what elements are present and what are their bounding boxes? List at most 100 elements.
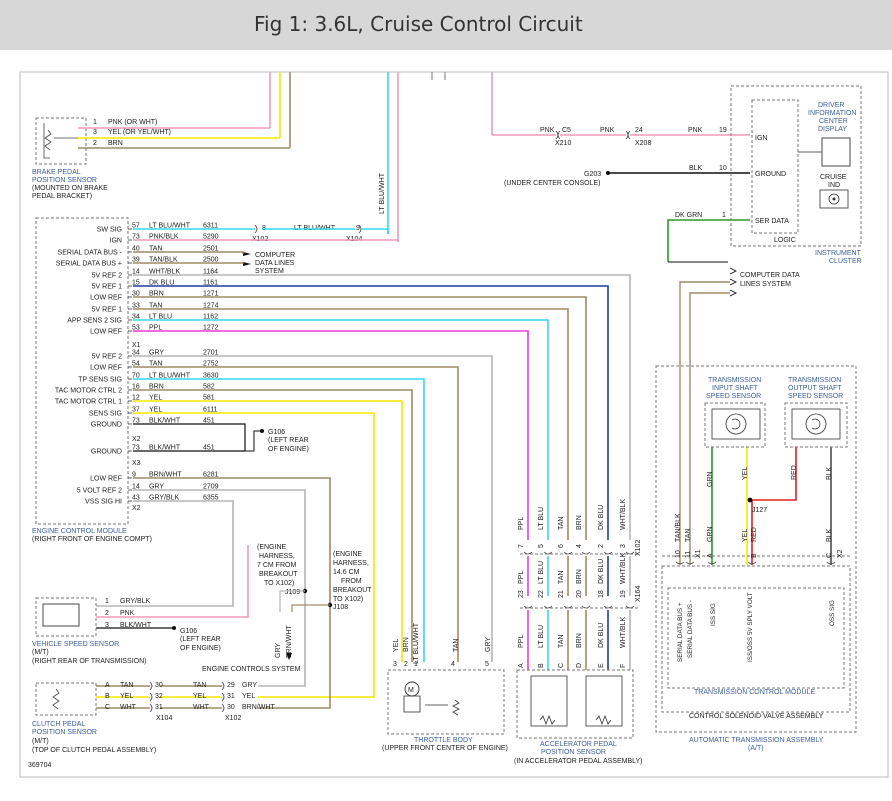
ecm-wire-color: BRN (149, 291, 164, 298)
harness-splices: (ENGINE HARNESS, 7 CM FROM BREAKOUT TO X… (202, 544, 372, 673)
cdls-left-1: COMPUTER (255, 252, 295, 259)
ecm-wire-color: TAN (149, 361, 162, 368)
g106-top-3: OF ENGINE) (268, 446, 309, 453)
wire-tb-tan (133, 366, 459, 662)
ecm-circuit-number: 1164 (203, 269, 218, 276)
app-mid-pin: 19 (620, 590, 627, 598)
brake-sensor-name: BRAKE PEDAL (32, 169, 81, 176)
tcm-wire-red: RED (751, 527, 758, 542)
wire-gry-ref (133, 489, 306, 687)
clutch-wire-wht: WHT (120, 704, 137, 711)
ecm-pin-number: 73 (132, 234, 140, 241)
wire-dk-grn: DK GRN (675, 212, 702, 219)
vss-g106-1: G106 (180, 628, 197, 635)
ecm-pin-label: SERIAL DATA BUS - (58, 250, 123, 257)
ecm-pin-number: 14 (132, 269, 140, 276)
app-mid-wire: WHT/BLK (620, 553, 627, 584)
tcm-conn-symbol (826, 561, 836, 565)
ecm-pin-number: 34 (132, 350, 140, 357)
iss-wire-grn: GRN (707, 471, 714, 487)
wire-vss-sig (96, 500, 234, 607)
clutch-wire-tan: TAN (120, 682, 133, 689)
cluster-ground: GROUND (755, 171, 786, 178)
tcm-label-iss-sig: ISS SIG (710, 603, 717, 626)
throttle-wire-tan: TAN (453, 639, 460, 652)
app-x164: X164 (635, 586, 642, 602)
ecm-name: ENGINE CONTROL MODULE (32, 528, 127, 535)
connector-x104-symbol (358, 224, 362, 234)
app-bot-pin: D (576, 663, 583, 668)
cluster-name-2: CLUSTER (829, 258, 862, 265)
throttle-wire-ltbluwht: LT BLU/WHT (413, 622, 420, 664)
app-bot-wire: PPL (518, 635, 525, 648)
conn-pin-19: 19 (719, 127, 727, 134)
app-top-wire: PPL (518, 517, 525, 530)
ecm-wire-color: BRN (149, 384, 164, 391)
harness-2-2: HARNESS, (333, 560, 369, 567)
tcm-label-sdb-minus: SERIAL DATA BUS - (687, 600, 694, 658)
ecm-circuit-number: 1274 (203, 303, 219, 310)
harness-1-2: HARNESS, (259, 553, 295, 560)
app-top-wire: LT BLU (538, 507, 545, 530)
oss-name-1: TRANSMISSION (788, 377, 841, 384)
tcm-conn-symbol (685, 561, 695, 565)
vss-ground-dot (172, 626, 176, 630)
wire-trans-red (751, 447, 797, 565)
wire-app-sens-2 (133, 319, 549, 540)
ecm-pin-number: 57 (132, 223, 140, 230)
clutch-mid-pin-31: 31 (155, 704, 163, 711)
clutch-pedal-sensor: A B C TAN YEL WHT 30 32 31 TAN YEL WHT 2… (32, 682, 275, 754)
wire-pnk-1: PNK (540, 127, 555, 134)
clutch-conn-x104 (149, 703, 153, 713)
app-top-pin: 5 (538, 544, 545, 548)
ecm-wire-color: BRN/WHT (149, 472, 182, 479)
ecm-pin-label: TAC MOTOR CTRL 1 (55, 399, 122, 406)
ecm-circuit-number: 5290 (203, 234, 219, 241)
app-top-pin: 7 (518, 544, 525, 548)
app-bot-wire: DK BLU (598, 623, 605, 648)
ecm-pin-label: GROUND (91, 422, 122, 429)
vss-mt: (M/T) (32, 649, 49, 656)
throttle-wire-yel: YEL (393, 639, 400, 652)
transmission-at: (A/T) (748, 745, 764, 752)
ecm-wire-color: TAN (149, 246, 162, 253)
ecm-circuit-number: 2709 (203, 484, 219, 491)
computer-data-lines-right: COMPUTER DATA LINES SYSTEM (679, 267, 800, 565)
ecm-pin-label: 5V REF 2 (92, 354, 122, 361)
app-top-pin: 4 (576, 544, 583, 548)
splice-j108: J108 (333, 604, 348, 611)
throttle-pin-3: 3 (393, 661, 397, 668)
clutch-right-pin-31: 31 (227, 693, 235, 700)
app-mid-wire: DK BLU (598, 559, 605, 584)
ecm-pin-label: LOW REF (90, 295, 122, 302)
cdls-right-1: COMPUTER DATA (740, 272, 800, 279)
ecm-wire-color: PPL (149, 325, 162, 332)
brake-pin-2: 2 (93, 140, 97, 147)
ecm-circuit-number: 1271 (203, 291, 219, 298)
app-top-pin: 3 (620, 544, 627, 548)
ecm-circuit-number: 6111 (203, 407, 218, 414)
ecm-pin-label: LOW REF (90, 476, 122, 483)
clutch-right-wire-yel: YEL (242, 693, 255, 700)
ecm-wire-color: DK BLU (149, 280, 174, 287)
ecm-pin-number: 39 (132, 257, 140, 264)
harness-2-4: FROM (341, 578, 362, 585)
ecm-pin-label: IGN (110, 238, 122, 245)
app-top-wire: DK BLU (598, 505, 605, 530)
engine-controls-system: ENGINE CONTROLS SYSTEM (202, 666, 301, 673)
conn-x208: X208 (635, 140, 651, 147)
app-top-pin: 6 (558, 544, 565, 548)
harness-brnwht: BRN/WHT (286, 625, 293, 658)
ecm-pin-number: 34 (132, 314, 140, 321)
engine-control-module: ENGINE CONTROL MODULE (RIGHT FRONT OF EN… (32, 217, 152, 543)
g106-top-2: (LEFT REAR (268, 437, 309, 444)
wire-ground-1 (133, 423, 246, 451)
tcm-wire-tan: TAN (685, 529, 692, 542)
wire-vss-pnk (96, 545, 249, 618)
splice-j127: J127 (752, 507, 767, 514)
ecm-circuit-number: 2501 (203, 246, 219, 253)
clutch-right-wire-brnwht: BRN/WHT (242, 704, 275, 711)
clutch-pin-c: C (105, 704, 110, 711)
